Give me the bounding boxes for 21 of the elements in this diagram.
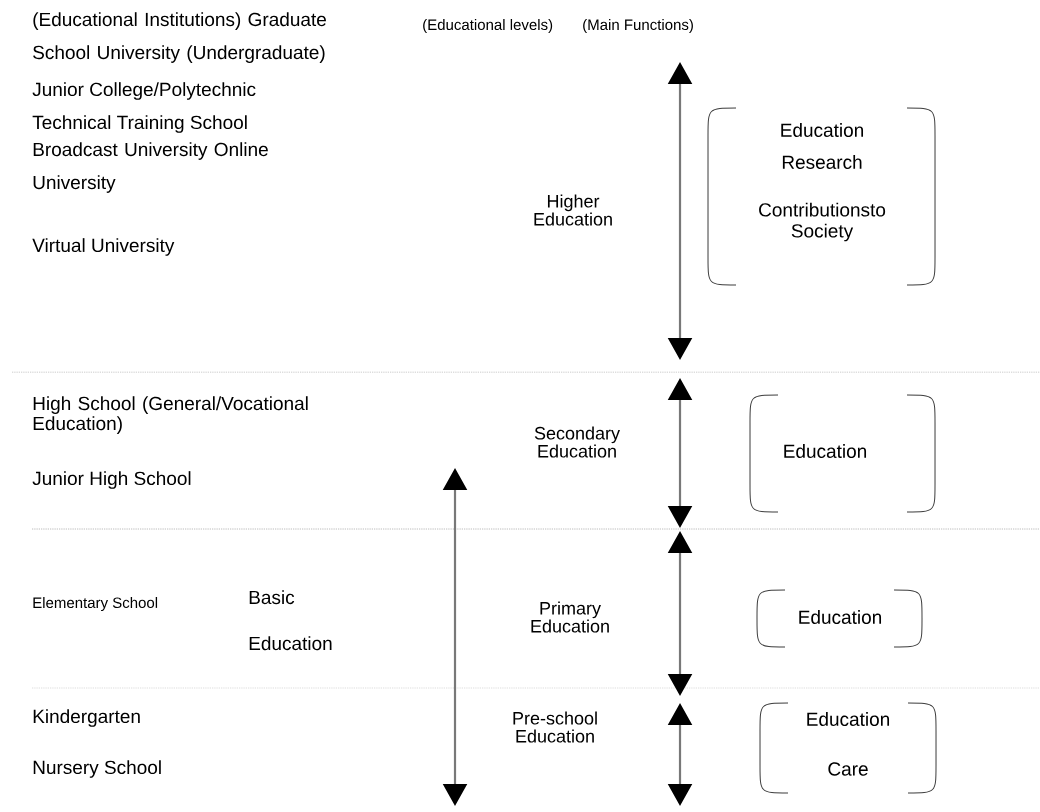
institution-label: Virtual University [32,238,175,256]
institution-label: Elementary School [33,597,158,611]
level-label: Pre-school Education [513,711,597,743]
institution-label: Nursery School [33,760,161,778]
column-heading: (Educational levels) [423,19,553,33]
institution-label: Junior High School [32,471,191,489]
institution-label: Kindergarten [33,709,140,727]
bracket: Education Care [759,702,937,794]
institution-label: Junior College/Polytechnic [32,82,256,100]
level-label: Secondary Education [534,426,620,458]
institution-label: Technical Training School [32,115,247,133]
institution-label: Broadcast University Online University [33,142,268,193]
column-heading: (Main Functions) [583,19,693,33]
level-label: Primary Education [531,601,609,633]
bracket: Education [756,589,923,648]
level-label: Higher Education [534,194,612,226]
institution-label: High School (General/Vocational Education) [33,396,308,434]
institution-label: (Educational Institutions) Graduate School University (Undergraduate) [33,12,326,63]
bracket: Education Research Contributionsto Society [707,107,936,286]
bracket: Education [749,394,936,513]
stage-label: Basic Education [249,590,332,651]
